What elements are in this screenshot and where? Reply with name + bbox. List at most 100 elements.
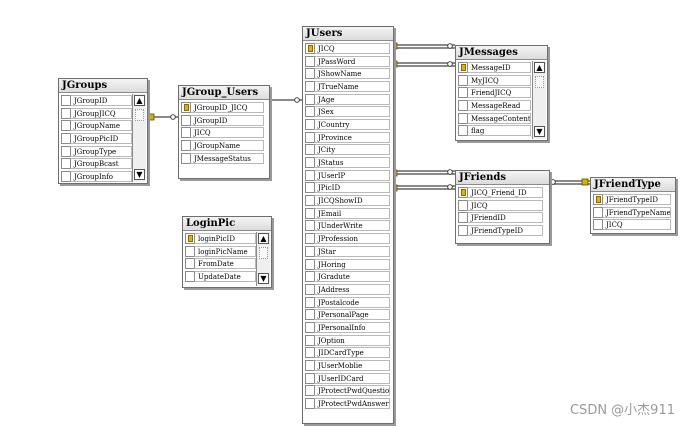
field-row[interactable]: JIDCardType xyxy=(305,347,390,360)
field-row[interactable]: JUserIP xyxy=(305,169,390,182)
field-row[interactable]: JShowName xyxy=(305,67,390,80)
field-row[interactable]: JICQ_Friend_ID xyxy=(458,186,543,199)
field-row[interactable]: JUserIDCard xyxy=(305,372,390,385)
field-row[interactable]: JICQ xyxy=(593,218,671,231)
field-name: JGroupID xyxy=(70,94,132,106)
field-row[interactable]: JStatus xyxy=(305,156,390,169)
scroll-down-icon[interactable]: ▼ xyxy=(134,169,145,180)
field-row[interactable]: JProvince xyxy=(305,131,390,144)
field-row[interactable]: JGroupID xyxy=(61,94,132,107)
field-row[interactable]: JPassWord xyxy=(305,55,390,68)
field-row[interactable]: JUnderWrite xyxy=(305,220,390,233)
table-jgroup-users[interactable]: JGroup_Users JGroupID_JICQ JGroupID JICQ… xyxy=(178,85,270,179)
field-name: JGroupJICQ xyxy=(70,107,132,119)
key-cell xyxy=(181,101,190,113)
field-row[interactable]: JFriendID xyxy=(458,211,543,224)
field-row[interactable]: JAge xyxy=(305,93,390,106)
scroll-down-icon[interactable]: ▼ xyxy=(258,273,269,284)
field-row[interactable]: JGroupID xyxy=(181,114,264,127)
field-row[interactable]: JICQ xyxy=(305,42,390,55)
scrollbar[interactable]: ▲ ▼ xyxy=(532,61,546,139)
field-name: JGroupInfo xyxy=(70,170,132,182)
field-name: JICQ xyxy=(190,127,264,139)
field-row[interactable]: JGroupID_JICQ xyxy=(181,101,264,114)
field-name: MessageRead xyxy=(467,99,531,111)
field-row[interactable]: JGroupPicID xyxy=(61,132,132,145)
field-row[interactable]: flag xyxy=(458,124,531,137)
scroll-thumb[interactable] xyxy=(135,109,144,121)
key-cell xyxy=(185,245,194,257)
field-list: loginPicID loginPicName FromDate UpdateD… xyxy=(185,232,256,283)
field-row[interactable]: JFriendTypeName xyxy=(593,206,671,219)
scrollbar[interactable]: ▲ ▼ xyxy=(132,94,146,182)
field-row[interactable]: JProtectPwdQuestio xyxy=(305,385,390,398)
field-row[interactable]: UpdateDate xyxy=(185,270,256,283)
scroll-down-icon[interactable]: ▼ xyxy=(534,126,545,137)
field-row[interactable]: JGroupJICQ xyxy=(61,107,132,120)
field-row[interactable]: loginPicName xyxy=(185,245,256,258)
field-row[interactable]: JEmail xyxy=(305,207,390,220)
scroll-thumb[interactable] xyxy=(535,76,544,88)
key-cell xyxy=(305,55,314,67)
field-row[interactable]: JSex xyxy=(305,105,390,118)
field-name: JGroupID xyxy=(190,114,264,126)
field-name: JFriendTypeID xyxy=(467,224,543,236)
field-row[interactable]: JGroupName xyxy=(181,139,264,152)
field-row[interactable]: JGroupBcast xyxy=(61,157,132,170)
field-name: JGroupName xyxy=(190,139,264,151)
field-row[interactable]: MessageID xyxy=(458,61,531,74)
field-row[interactable]: JCountry xyxy=(305,118,390,131)
field-row[interactable]: JICQ xyxy=(458,199,543,212)
key-cell xyxy=(593,206,602,218)
field-row[interactable]: JICQShowID xyxy=(305,194,390,207)
key-cell xyxy=(593,193,602,205)
field-row[interactable]: MessageContent xyxy=(458,112,531,125)
field-row[interactable]: JGroupName xyxy=(61,119,132,132)
field-row[interactable]: JHoring xyxy=(305,258,390,271)
scrollbar[interactable]: ▲ ▼ xyxy=(256,232,270,286)
field-row[interactable]: JGroupType xyxy=(61,145,132,158)
field-row[interactable]: JProtectPwdAnswer xyxy=(305,397,390,410)
field-name: JShowName xyxy=(314,68,390,80)
table-jfriendtype[interactable]: JFriendType JFriendTypeID JFriendTypeNam… xyxy=(590,177,676,234)
field-row[interactable]: JStar xyxy=(305,245,390,258)
primary-key-icon xyxy=(183,103,189,111)
scroll-up-icon[interactable]: ▲ xyxy=(258,233,269,244)
field-row[interactable]: FriendJICQ xyxy=(458,86,531,99)
key-cell xyxy=(305,321,314,333)
scroll-up-icon[interactable]: ▲ xyxy=(134,95,145,106)
field-row[interactable]: JCity xyxy=(305,144,390,157)
field-row[interactable]: JFriendTypeID xyxy=(458,224,543,237)
scroll-up-icon[interactable]: ▲ xyxy=(534,62,545,73)
table-jmessages[interactable]: JMessages MessageID MyJICQ FriendJICQ Me… xyxy=(455,45,548,141)
scroll-thumb[interactable] xyxy=(259,247,268,259)
field-row[interactable]: JProfession xyxy=(305,232,390,245)
field-row[interactable]: JICQ xyxy=(181,126,264,139)
field-row[interactable]: MessageRead xyxy=(458,99,531,112)
key-cell xyxy=(305,398,314,410)
field-row[interactable]: MyJICQ xyxy=(458,74,531,87)
field-row[interactable]: JPersonalPage xyxy=(305,308,390,321)
table-jgroups[interactable]: JGroups JGroupID JGroupJICQ JGroupName J… xyxy=(58,78,148,184)
field-row[interactable]: JMessageStatus xyxy=(181,152,264,165)
table-loginpic[interactable]: LoginPic loginPicID loginPicName FromDat… xyxy=(182,216,272,288)
key-cell xyxy=(305,385,314,397)
field-row[interactable]: JOption xyxy=(305,334,390,347)
field-name: JHoring xyxy=(314,258,390,270)
field-row[interactable]: loginPicID xyxy=(185,232,256,245)
field-row[interactable]: FromDate xyxy=(185,257,256,270)
field-row[interactable]: JGroupInfo xyxy=(61,170,132,183)
key-cell xyxy=(305,233,314,245)
field-list: MessageID MyJICQ FriendJICQ MessageRead … xyxy=(458,61,531,137)
field-row[interactable]: JPicID xyxy=(305,182,390,195)
field-row[interactable]: JPersonalInfo xyxy=(305,321,390,334)
field-row[interactable]: JTrueName xyxy=(305,80,390,93)
field-row[interactable]: JFriendTypeID xyxy=(593,193,671,206)
field-row[interactable]: JAddress xyxy=(305,283,390,296)
table-jfriends[interactable]: JFriends JICQ_Friend_ID JICQ JFriendID J… xyxy=(455,170,550,244)
field-row[interactable]: JGradute xyxy=(305,270,390,283)
field-name: JICQ_Friend_ID xyxy=(467,186,543,198)
field-row[interactable]: JUserMoblie xyxy=(305,359,390,372)
field-row[interactable]: JPostalcode xyxy=(305,296,390,309)
